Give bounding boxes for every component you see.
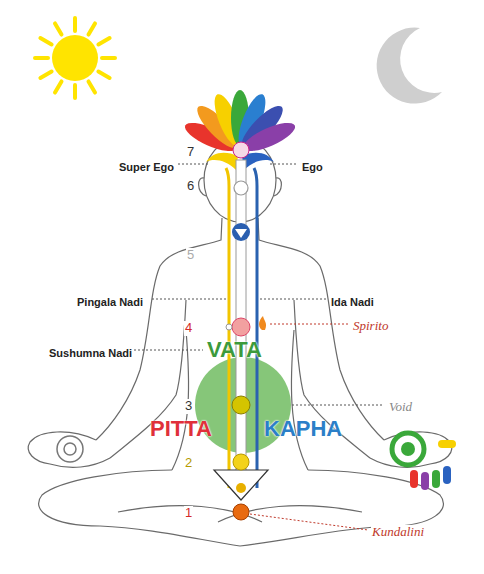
ida-channel <box>254 168 257 488</box>
dosha-label: VATA <box>207 337 262 362</box>
part-label: Kundalini <box>371 525 425 540</box>
part-label: Void <box>388 400 413 415</box>
label-slot: 1 <box>184 503 193 521</box>
leader-line <box>178 164 210 165</box>
label-slot: Ego <box>301 157 324 175</box>
finger-tip <box>421 472 429 490</box>
leader-line <box>250 514 368 530</box>
sun-ray <box>73 18 77 31</box>
leader-line <box>270 164 298 165</box>
left-hand <box>28 432 110 467</box>
label-slot: 2 <box>184 453 193 471</box>
label-slot: Sushumna Nadi <box>48 343 133 361</box>
label-slot: 6 <box>186 176 195 194</box>
throat-triangle <box>235 229 247 238</box>
label-slot: 5 <box>186 245 195 263</box>
heart-chakra <box>232 318 250 336</box>
sun-ray <box>40 38 51 45</box>
label-slot: 3 <box>184 396 193 414</box>
label-slot: 4 <box>184 318 193 336</box>
callout-number: 6 <box>186 179 195 194</box>
sun-ray <box>98 72 109 79</box>
kundalini-triangle <box>214 470 268 500</box>
kundalini-coil <box>236 483 246 493</box>
label-slot: Kundalini <box>371 522 425 540</box>
ear <box>274 178 281 196</box>
callout-number: 1 <box>184 506 193 521</box>
label-slot: Void <box>388 397 413 415</box>
channel-dot <box>226 324 232 330</box>
label-slot: Super Ego <box>118 157 175 175</box>
callout-number: 4 <box>184 321 193 336</box>
callout-number: 7 <box>186 145 195 160</box>
right-hand <box>370 432 452 467</box>
hand-circle-inner <box>64 443 76 455</box>
spirit-flame <box>259 316 266 330</box>
throat-chakra <box>232 223 250 241</box>
sun-ray <box>89 23 96 34</box>
label-slot: KAPHA <box>264 416 342 441</box>
finger-tip <box>410 470 418 488</box>
hand-circle <box>392 433 424 465</box>
finger-tip <box>432 470 440 488</box>
moon-crescent <box>377 28 442 104</box>
part-label: Spirito <box>352 319 389 334</box>
sun-ray <box>40 72 51 79</box>
root-chakra <box>233 504 249 520</box>
crossed-legs <box>39 470 444 546</box>
finger-tip <box>443 466 451 484</box>
sun-ray <box>98 38 109 45</box>
ear <box>199 178 206 196</box>
callout-number: 5 <box>186 248 195 263</box>
super-ego-crescent <box>206 153 238 170</box>
dosha-label: PITTA <box>150 416 212 441</box>
sun-ray <box>55 81 62 92</box>
leader-line <box>134 350 203 351</box>
third-eye-chakra <box>234 181 248 195</box>
finger-tip <box>438 440 456 448</box>
label-slot: PITTA <box>150 416 212 441</box>
sun-ray <box>35 56 48 60</box>
part-label: Sushumna Nadi <box>48 347 133 360</box>
leader-line <box>292 405 384 406</box>
sun-disc <box>52 35 98 81</box>
sun <box>35 18 115 98</box>
hand-circle <box>57 436 83 462</box>
crown-chakra <box>233 142 249 158</box>
part-label: Ida Nadi <box>330 296 375 309</box>
dosha-label: KAPHA <box>264 416 342 441</box>
label-slot: Ida Nadi <box>330 292 375 310</box>
sacral-chakra <box>233 454 249 470</box>
leader-lines <box>134 164 384 405</box>
leader-line <box>260 299 326 300</box>
sun-ray <box>102 56 115 60</box>
part-label: Pingala Nadi <box>76 296 144 309</box>
label-slot: Pingala Nadi <box>76 292 144 310</box>
part-label: Ego <box>301 161 324 174</box>
part-label: Super Ego <box>118 161 175 174</box>
label-slot: VATA <box>207 337 262 362</box>
sun-ray <box>89 81 96 92</box>
callout-number: 2 <box>184 456 193 471</box>
sun-ray <box>55 23 62 34</box>
callout-number: 3 <box>184 399 193 414</box>
torso-right <box>291 330 308 470</box>
navel-chakra <box>232 396 250 414</box>
body-outline <box>28 138 452 546</box>
label-slot: 7 <box>186 142 195 160</box>
sun-ray <box>73 85 77 98</box>
label-slot: Spirito <box>352 316 389 334</box>
leader-line <box>270 324 348 325</box>
leader-line <box>152 299 226 300</box>
hand-circle-inner <box>401 442 415 456</box>
